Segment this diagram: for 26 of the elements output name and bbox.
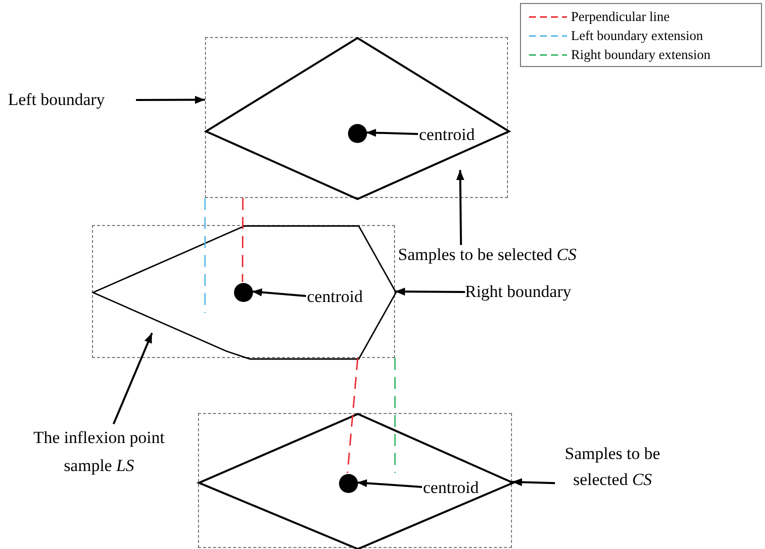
centroid-dot (234, 283, 253, 302)
centroid-label: centroid (419, 125, 497, 145)
centroid-label: centroid (423, 478, 501, 498)
legend-label: Left boundary extension (571, 27, 703, 45)
left-boundary-label: Left boundary (8, 90, 136, 110)
centroid-dot (339, 474, 358, 493)
arrow (456, 170, 464, 246)
sample-label: Samples to be selected CS (555, 441, 670, 519)
legend-label: Right boundary extension (571, 46, 710, 64)
legend-label: Perpendicular line (571, 8, 670, 26)
arrow (512, 478, 556, 486)
dashed-line (394, 358, 396, 473)
arrow (252, 288, 306, 297)
arrow (356, 479, 422, 488)
arrow (366, 128, 418, 137)
centroid-label: centroid (307, 287, 385, 307)
inflexion-point-label: The inflexion point sample LS (8, 424, 190, 480)
dashed-line (204, 198, 206, 313)
dashed-line (242, 198, 244, 282)
dashed-line (346, 358, 358, 474)
arrow (395, 288, 465, 296)
right-boundary-label: Right boundary (465, 282, 600, 302)
sample-label: Samples to be selected CS (398, 245, 608, 265)
arrow (136, 96, 205, 104)
arrow (112, 332, 153, 424)
centroid-dot (348, 124, 367, 143)
